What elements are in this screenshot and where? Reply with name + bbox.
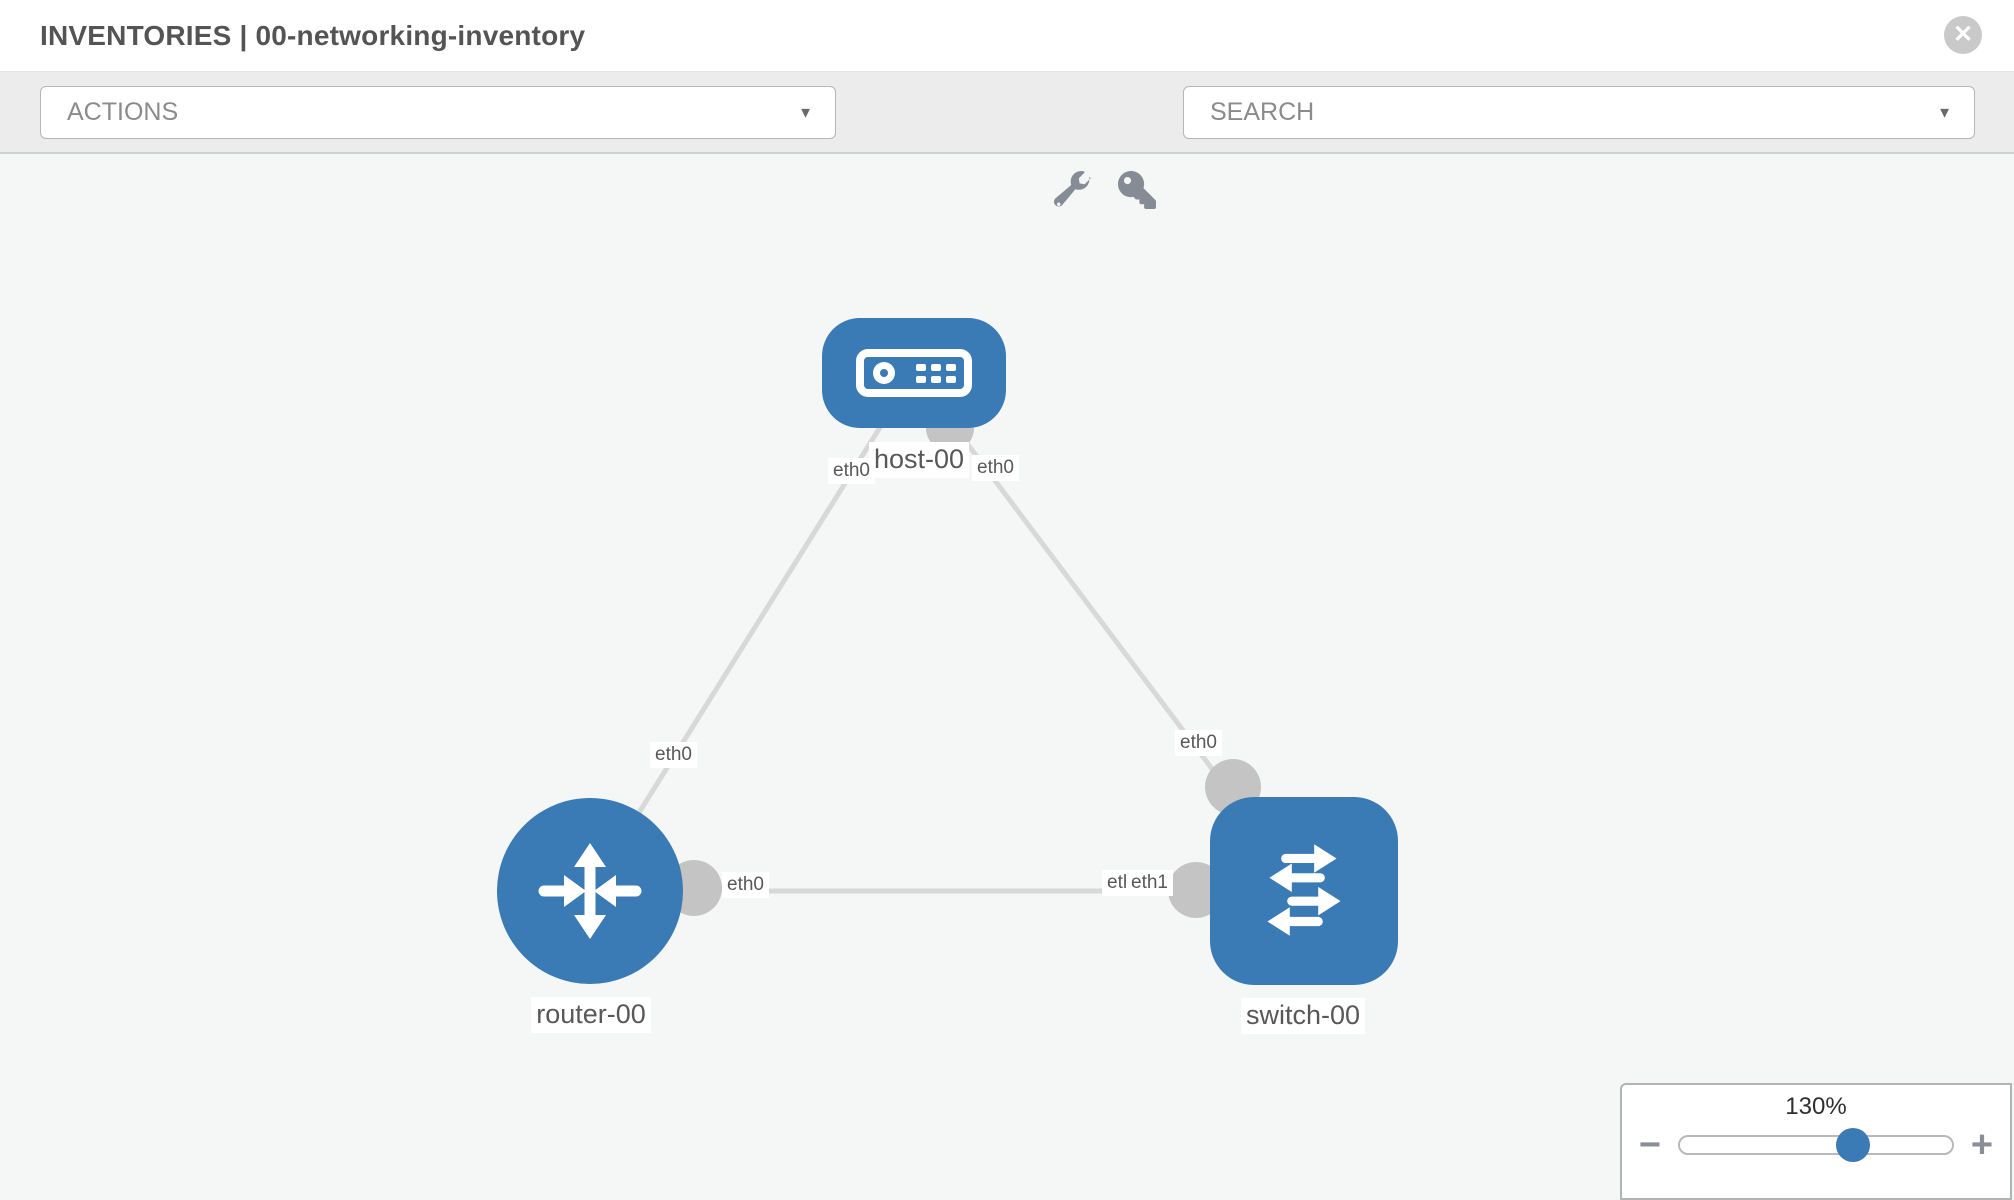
node-label-router: router-00: [531, 997, 651, 1033]
iface-label-host-to-switch: eth0: [972, 455, 1019, 481]
switch-icon: [1267, 844, 1341, 936]
iface-label-router-to-switch: eth0: [722, 872, 769, 898]
actions-dropdown-label: ACTIONS: [67, 98, 179, 126]
key-icon[interactable]: [1118, 171, 1156, 209]
zoom-slider-row: − +: [1622, 1123, 2010, 1167]
zoom-slider-track[interactable]: [1678, 1128, 1954, 1162]
page-title: INVENTORIES | 00-networking-inventory: [40, 19, 586, 51]
iface-label-router-to-host: eth0: [650, 742, 697, 768]
links-layer: [587, 371, 1306, 918]
header-bar: INVENTORIES | 00-networking-inventory ✕: [0, 0, 2014, 72]
close-icon[interactable]: ✕: [1944, 16, 1982, 54]
iface-label-host-to-router: eth0: [828, 458, 875, 484]
node-router-00[interactable]: [497, 798, 683, 984]
zoom-in-button[interactable]: +: [1970, 1124, 1994, 1166]
chevron-down-icon: ▼: [1937, 104, 1952, 121]
topology-canvas[interactable]: host-00 router-00 switch-00 eth0 eth0 et…: [0, 154, 2014, 1200]
search-dropdown[interactable]: SEARCH ▼: [1183, 86, 1975, 139]
iface-label-switch-to-router-front: eth1: [1126, 870, 1173, 896]
node-label-host: host-00: [868, 442, 970, 478]
actions-dropdown[interactable]: ACTIONS ▼: [40, 86, 836, 139]
node-switch-00[interactable]: [1210, 797, 1398, 985]
chevron-down-icon: ▼: [798, 104, 813, 121]
wrench-icon-glyph: [1053, 171, 1092, 207]
zoom-out-button[interactable]: −: [1638, 1124, 1662, 1166]
router-icon: [538, 843, 642, 939]
key-icon-glyph: [1118, 171, 1156, 209]
node-label-switch: switch-00: [1240, 998, 1366, 1034]
zoom-panel: 130% − +: [1620, 1083, 2012, 1200]
host-icon: [856, 349, 972, 397]
node-host-00[interactable]: [822, 318, 1006, 428]
search-dropdown-label: SEARCH: [1210, 98, 1315, 126]
iface-label-switch-to-host: eth0: [1175, 730, 1222, 756]
wrench-icon[interactable]: [1053, 171, 1092, 209]
zoom-slider-handle[interactable]: [1836, 1128, 1870, 1162]
toolbar: ACTIONS ▼ SEARCH ▼: [0, 72, 2014, 209]
zoom-level-value: 130%: [1785, 1093, 1847, 1120]
